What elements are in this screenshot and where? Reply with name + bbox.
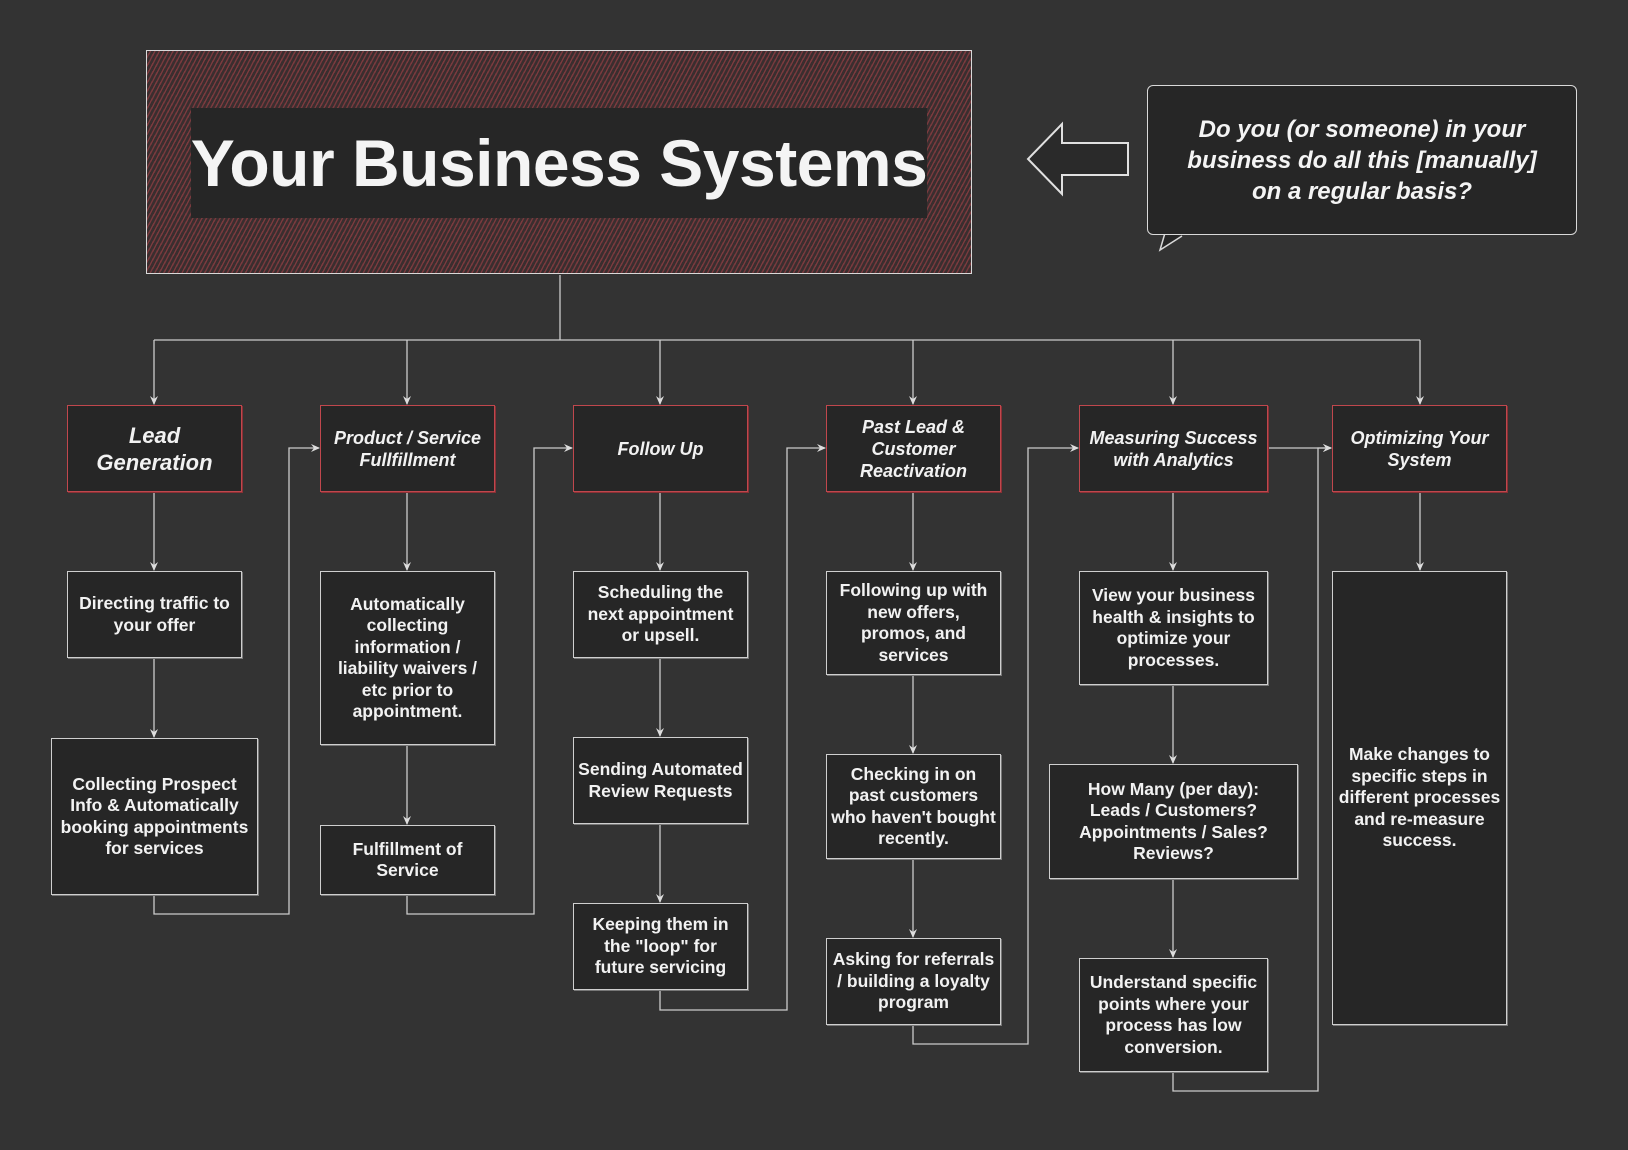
page-title: Your Business Systems	[190, 126, 928, 200]
step-scheduling-next-appointment[interactable]: Scheduling the next appointment or upsel…	[573, 571, 748, 658]
step-sending-review-requests[interactable]: Sending Automated Review Requests	[573, 737, 748, 824]
step-how-many-per-day[interactable]: How Many (per day): Leads / Customers? A…	[1049, 764, 1298, 879]
step-checking-past-customers[interactable]: Checking in on past customers who haven'…	[826, 754, 1001, 859]
step-directing-traffic[interactable]: Directing traffic to your offer	[67, 571, 242, 658]
step-view-business-health[interactable]: View your business health & insights to …	[1079, 571, 1268, 685]
callout-text: Do you (or someone) in your business do …	[1187, 115, 1537, 205]
step-asking-for-referrals[interactable]: Asking for referrals / building a loyalt…	[826, 938, 1001, 1025]
callout-bubble: Do you (or someone) in your business do …	[1147, 85, 1577, 235]
step-following-up-offers[interactable]: Following up with new offers, promos, an…	[826, 571, 1001, 675]
step-fulfillment-of-service[interactable]: Fulfillment of Service	[320, 825, 495, 895]
title-banner: Your Business Systems	[190, 108, 928, 218]
header-past-lead-reactivation[interactable]: Past Lead & Customer Reactivation	[826, 405, 1001, 492]
step-collecting-prospect-info[interactable]: Collecting Prospect Info & Automatically…	[51, 738, 258, 895]
header-product-service-fulfillment[interactable]: Product / Service Fullfillment	[320, 405, 495, 492]
header-lead-generation[interactable]: Lead Generation	[67, 405, 242, 492]
left-arrow-icon	[1026, 121, 1129, 197]
step-keeping-in-loop[interactable]: Keeping them in the "loop" for future se…	[573, 903, 748, 990]
header-measuring-success[interactable]: Measuring Success with Analytics	[1079, 405, 1268, 492]
step-auto-collecting-information[interactable]: Automatically collecting information / l…	[320, 571, 495, 745]
header-optimizing-system[interactable]: Optimizing Your System	[1332, 405, 1507, 492]
header-follow-up[interactable]: Follow Up	[573, 405, 748, 492]
callout-tail	[1158, 232, 1183, 252]
step-make-changes[interactable]: Make changes to specific steps in differ…	[1332, 571, 1507, 1025]
step-understand-low-conversion[interactable]: Understand specific points where your pr…	[1079, 958, 1268, 1072]
